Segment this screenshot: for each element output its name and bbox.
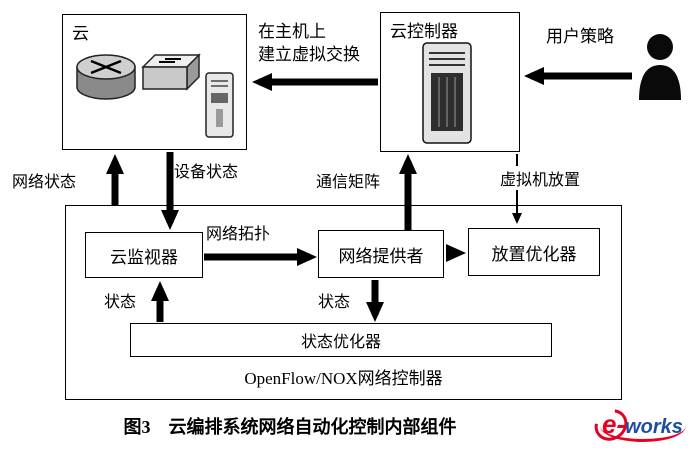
network-provider-label: 网络提供者 <box>338 246 424 266</box>
server-icon <box>205 72 234 138</box>
server-tower-icon <box>422 42 472 144</box>
user-graphic <box>639 34 681 100</box>
cloud-devices-graphic <box>76 53 234 138</box>
logo-swoosh-icon <box>600 410 686 442</box>
openflow-controller-box <box>65 205 622 400</box>
cloud-controller-graphic <box>422 42 472 144</box>
edge-label-state-up: 状态 <box>104 294 137 311</box>
edge-label-network-topology: 网络拓扑 <box>206 226 271 243</box>
user-policy-label: 用户策略 <box>546 27 614 46</box>
node-network-provider: 网络提供者 <box>318 230 444 278</box>
figure-caption: 图3 云编排系统网络自动化控制内部组件 <box>123 417 457 437</box>
logo-text: e-works <box>602 409 683 440</box>
openflow-controller-label: OpenFlow/NOX网络控制器 <box>244 369 443 388</box>
user-icon <box>639 34 681 100</box>
eworks-logo: e-works <box>588 402 690 448</box>
cloud-controller-label: 云控制器 <box>390 22 458 41</box>
edge-label-device-state: 设备状态 <box>174 164 239 181</box>
edge-label-communication-matrix: 通信矩阵 <box>316 174 381 191</box>
logo-text-blue: works <box>625 416 683 438</box>
node-state-optimizer: 状态优化器 <box>130 323 552 357</box>
cloud-label: 云 <box>72 24 89 43</box>
state-optimizer-label: 状态优化器 <box>300 334 381 351</box>
node-cloud-controller: 云控制器 <box>380 12 520 152</box>
node-cloud: 云 <box>62 14 247 150</box>
edge-label-state-down: 状态 <box>318 294 351 311</box>
router-icon <box>76 54 136 100</box>
edge-label-network-state: 网络状态 <box>12 174 77 191</box>
placement-optimizer-label: 放置优化器 <box>491 244 577 264</box>
switch-icon <box>141 53 201 91</box>
logo-text-red: e- <box>602 409 626 439</box>
edge-label-vm-placement: 虚拟机放置 <box>499 166 582 190</box>
node-placement-optimizer: 放置优化器 <box>468 228 600 276</box>
edge-label-virtual-switch-setup: 在主机上 建立虚拟交换 <box>258 22 360 64</box>
node-cloud-monitor: 云监视器 <box>85 232 203 278</box>
cloud-monitor-label: 云监视器 <box>110 247 178 267</box>
